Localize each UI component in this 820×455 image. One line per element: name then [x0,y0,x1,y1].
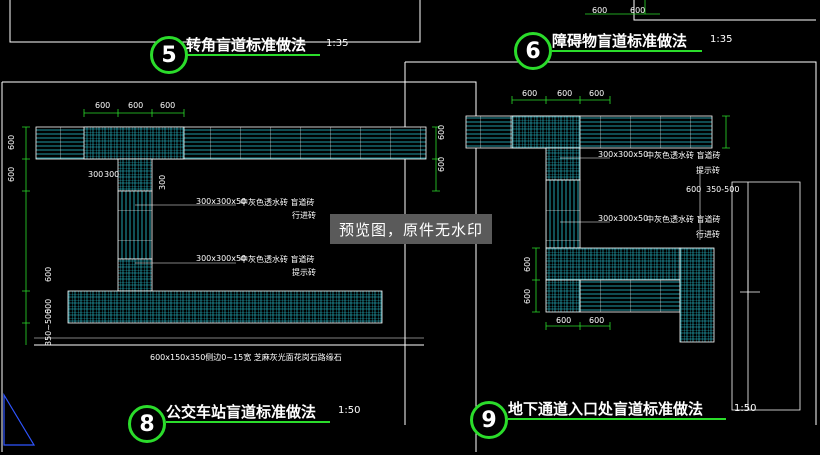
detail-6-title: 障碍物盲道标准做法 [552,32,688,50]
d8-note-2-spec: 300x300x50 [196,254,247,263]
d9-dim-top-1: 600 [522,89,538,98]
detail-9-underline [508,418,726,420]
detail-6-number-badge: 6 [514,32,552,70]
d9-dim-top-2: 600 [557,89,573,98]
top-dim-a: 600 [592,6,608,15]
detail-8-scale: 1:50 [338,405,361,416]
detail-8-number-badge: 8 [128,405,166,443]
d8-dim-left-2: 600 [7,166,16,182]
d8-dim-small-3: 300 [158,174,167,190]
d8-note-1-type: 行进砖 [292,211,316,220]
detail-9-title: 地下通道入口处盲道标准做法 [508,400,704,418]
corner-triangle-mark [3,392,36,446]
side-dim-1: 600 [437,124,446,140]
d9-note-1-desc: 中灰色透水砖 盲道砖 [646,151,721,160]
d8-dim-left-5: 350~500 [44,308,53,346]
detail-5-scale: 1:35 [326,38,349,49]
d9-dim-left-2: 600 [523,288,532,304]
d9-note-2-type: 行进砖 [696,230,720,239]
d8-dim-small-1: 300 [88,170,104,179]
d8-curb-note: 600x150x350侧边0~15宽 芝麻灰光面花岗石路缘石 [150,353,342,362]
preview-watermark: 预览图，原件无水印 [330,214,492,244]
d8-dim-small-2: 300 [104,170,120,179]
detail-9-number-badge: 9 [470,401,508,439]
top-dim-b: 600 [630,6,646,15]
d9-dim-right-2: 350-500 [706,185,740,194]
d9-note-1-type: 提示砖 [696,166,720,175]
d8-note-2-type: 提示砖 [292,268,316,277]
side-dim-2: 600 [437,156,446,172]
d8-note-2-desc: 中灰色透水砖 盲道砖 [240,255,315,264]
d9-dim-top-3: 600 [589,89,605,98]
d9-note-2-desc: 中灰色透水砖 盲道砖 [646,215,721,224]
d9-dim-left-1: 600 [523,256,532,272]
d8-note-1-desc: 中灰色透水砖 盲道砖 [240,198,315,207]
stair-block [731,181,801,411]
d9-note-2-spec: 300x300x50 [598,214,649,223]
d8-dim-top-2: 600 [128,101,144,110]
detail-8-paving [34,126,427,346]
detail-5-underline [186,54,320,56]
leader-lines [135,157,701,264]
detail-5-number-badge: 5 [150,36,188,74]
detail-9-paving [465,115,715,343]
d8-dim-top-1: 600 [95,101,111,110]
d9-note-1-spec: 300x300x50 [598,150,649,159]
d9-dim-bottom-1: 600 [556,316,572,325]
d8-dim-left-1: 600 [7,134,16,150]
detail-6-underline [552,50,702,52]
d9-dim-right-1: 600 [686,185,702,194]
dimension-lines [22,0,730,345]
d8-dim-left-3: 600 [44,266,53,282]
d9-dim-bottom-2: 600 [589,316,605,325]
detail-6-scale: 1:35 [710,34,733,45]
detail-9-scale: 1:50 [734,403,757,414]
d8-note-1-spec: 300x300x50 [196,197,247,206]
d8-dim-top-3: 600 [160,101,176,110]
detail-8-title: 公交车站盲道标准做法 [166,403,317,421]
detail-8-underline [166,421,330,423]
detail-5-title: 转角盲道标准做法 [186,36,307,54]
